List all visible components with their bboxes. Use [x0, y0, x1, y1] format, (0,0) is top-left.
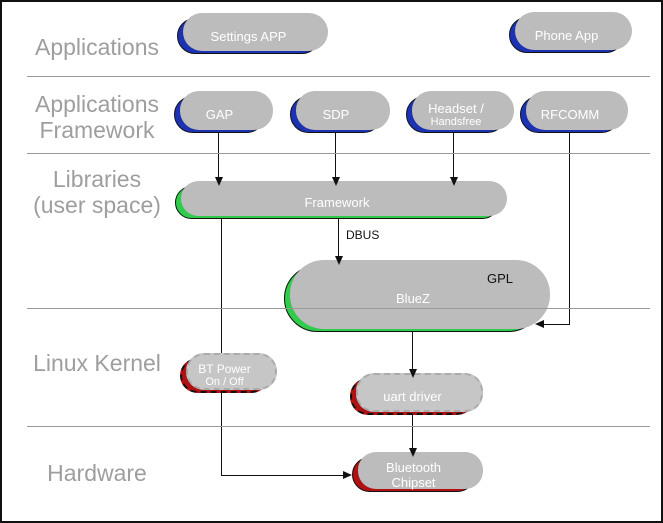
node-gap: GAP [174, 96, 265, 133]
edge-rfcomm-bluez-vertical [569, 132, 570, 324]
arrowhead-down-icon [332, 177, 340, 186]
edge-gap-framework [218, 132, 219, 180]
layer-label-linux-kernel: Linux Kernel [33, 350, 161, 376]
edge-uart-chipset [412, 414, 413, 451]
layer-label-applications-framework: Applications Framework [17, 91, 177, 143]
edge-framework-chipset-horizontal [221, 475, 344, 476]
node-label: Bluetooth [386, 459, 441, 475]
arrowhead-left-icon [535, 320, 544, 328]
node-settings-app: Settings APP [177, 18, 320, 54]
node-rfcomm: RFCOMM [520, 96, 620, 133]
node-phone-app: Phone App [509, 17, 624, 53]
node-label: BT Power [198, 362, 251, 376]
layer-label-line: (user space) [33, 192, 161, 218]
edge-framework-bluez [338, 218, 339, 260]
layer-label-applications: Applications [34, 34, 160, 60]
node-label: GAP [205, 107, 234, 122]
node-label: Handsfree [430, 115, 482, 128]
edge-headset-framework [453, 132, 454, 180]
gpl-badge: GPL [486, 271, 513, 286]
layer-label-line: Framework [39, 117, 155, 143]
node-label: BlueZ [396, 291, 430, 306]
node-label: uart driver [383, 389, 442, 404]
node-label: On / Off [205, 376, 244, 388]
arrowhead-down-icon [335, 256, 343, 265]
edge-sdp-framework [335, 132, 336, 180]
layer-label-libraries: Libraries (user space) [17, 166, 177, 218]
node-label: Headset / [428, 100, 484, 116]
layer-divider [27, 76, 650, 77]
edge-bluez-uart [412, 331, 413, 372]
node-label: SDP [322, 107, 350, 122]
edge-label-dbus: DBUS [346, 228, 380, 242]
layer-label-line: Applications [34, 91, 160, 117]
node-headset-handsfree: Headset / Handsfree [406, 96, 506, 133]
layer-divider [27, 153, 650, 154]
arrowhead-down-icon [215, 177, 223, 186]
node-framework: Framework [175, 186, 499, 219]
layer-divider [27, 308, 650, 309]
arrowhead-down-icon [450, 177, 458, 186]
arrowhead-down-icon [409, 448, 417, 457]
arrowhead-down-icon [409, 369, 417, 378]
node-label: RFCOMM [540, 107, 600, 122]
node-label: Chipset [391, 474, 436, 490]
layer-label-hardware: Hardware [47, 460, 147, 486]
arrowhead-right-icon [343, 471, 352, 479]
edge-framework-chipset-vertical [221, 218, 222, 475]
node-label: Settings APP [210, 28, 287, 44]
node-bt-power-on-off: BT Power On / Off [180, 358, 269, 393]
layer-label-line: Libraries [52, 166, 142, 192]
node-label: Phone App [534, 27, 599, 43]
node-bluez: GPL BlueZ [284, 265, 542, 332]
node-sdp: SDP [290, 96, 382, 133]
node-label: Framework [304, 195, 370, 210]
node-bluetooth-chipset: Bluetooth Chipset [352, 457, 475, 492]
node-uart-driver: uart driver [350, 378, 475, 415]
edge-rfcomm-bluez-horizontal [542, 324, 570, 325]
layer-divider [27, 426, 650, 427]
